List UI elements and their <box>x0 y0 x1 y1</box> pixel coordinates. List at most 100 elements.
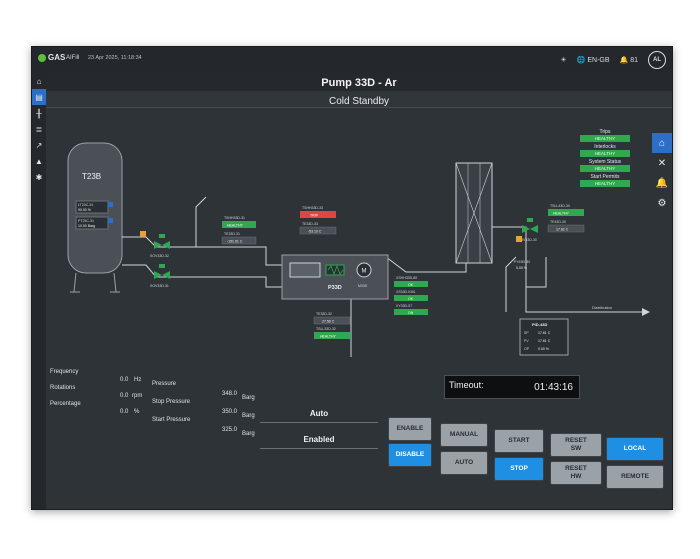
status-badge: HEALTHY <box>580 180 630 187</box>
tools-icon[interactable]: ✕ <box>657 157 667 169</box>
home-icon[interactable]: ⌂ <box>36 76 42 86</box>
tank-tag-value: 90.00 % <box>78 208 91 212</box>
avatar[interactable]: AL <box>648 51 666 69</box>
valve-label: SOV33D-32 <box>150 254 169 258</box>
status-badge: HEALTHY <box>580 135 630 142</box>
logo-text: GAS <box>48 53 66 62</box>
process-diagram: T23B LT23C-31 90.00 % PT23C-31 10.00 Bar… <box>67 142 650 357</box>
tag-py43d-30[interactable]: PY43D-30 0.00 % <box>514 260 530 270</box>
language-label: EN-GB <box>587 57 610 64</box>
pid-key: PV <box>524 339 529 343</box>
tank-t23b[interactable]: T23B LT23C-31 90.00 % PT23C-31 10.00 Bar… <box>67 142 123 293</box>
metric-unit: rpm <box>132 393 143 399</box>
reset-hw-button[interactable]: RESET HW <box>550 461 602 485</box>
tag-name: TE33D-32 <box>316 312 332 316</box>
mode-auto: Auto <box>309 409 329 418</box>
manual-button[interactable]: MANUAL <box>440 423 488 447</box>
metric-label: Percentage <box>50 401 81 407</box>
valve-sov43d-30[interactable]: SOV43D-30 <box>518 218 538 242</box>
metric-value: 348.0 <box>222 391 238 397</box>
database-icon[interactable]: ≣ <box>35 124 43 134</box>
pump-name: P33D <box>328 285 342 291</box>
motor-tag: M33D <box>358 284 368 288</box>
logo-mark <box>38 53 46 62</box>
heat-exchanger[interactable] <box>455 162 493 264</box>
timeout-label: Timeout: <box>449 380 484 390</box>
tag-te33d-32[interactable]: TE33D-32 27.56 C TSLL33D-32 HEALTHY <box>313 312 351 339</box>
page-subtitle: Cold Standby <box>328 96 390 107</box>
start-button[interactable]: START <box>494 429 544 453</box>
valve-sov33d-32[interactable]: SOV33D-32 <box>150 234 170 258</box>
pid-43d[interactable]: PID-43D SP 17.61 C PV 17.61 C OP 0.00 % <box>519 318 569 356</box>
local-button[interactable]: LOCAL <box>606 437 664 461</box>
language-selector[interactable]: 🌐 EN-GB <box>577 56 610 64</box>
tag-name: XS33D-KM1 <box>396 290 416 294</box>
metric-value: 0.0 <box>120 409 129 415</box>
tag-value: OK <box>408 297 414 301</box>
bell-icon: 🔔 <box>619 57 629 64</box>
mode-status: Auto Enabled <box>260 393 378 451</box>
tag-name: PY43D-30 <box>514 260 530 264</box>
metric-value: 325.0 <box>222 427 238 433</box>
xs-tags[interactable]: XSHH33D-80 OK XS33D-KM1 OK XY33D-57 ON <box>394 276 428 315</box>
metric-value: 350.0 <box>222 409 238 415</box>
metric-value: 0.0 <box>120 393 129 399</box>
notifications-button[interactable]: 🔔 81 <box>620 56 638 64</box>
metric-unit: % <box>134 409 140 415</box>
tag-value: HEALTHY <box>320 335 337 339</box>
valve-sov33d-31[interactable]: SOV33D-31 <box>150 264 170 288</box>
mode-divider <box>260 422 378 423</box>
gear-icon[interactable]: ⚙ <box>657 197 667 209</box>
tag-value: ON <box>408 311 414 315</box>
auto-button[interactable]: AUTO <box>440 451 488 475</box>
tag-tshh33d-33[interactable]: TSHH33D-33 TRIP TE33D-33 -53.10 C <box>299 206 337 235</box>
trend-icon[interactable]: ↗ <box>35 140 43 150</box>
timeout-value: 01:43:16 <box>534 382 573 393</box>
tag-name: TSHH33D-33 <box>302 206 323 210</box>
valve-label: SOV33D-31 <box>150 284 169 288</box>
metric-value: 0.0 <box>120 377 129 383</box>
enable-button[interactable]: ENABLE <box>388 417 432 441</box>
pump-p33d[interactable]: P33D M M33D <box>281 254 389 300</box>
settings-icon[interactable]: ✱ <box>35 172 43 182</box>
sun-icon[interactable]: ☀ <box>560 57 567 64</box>
overview-icon[interactable]: ▤ <box>32 89 46 105</box>
tag-tsll43d-30[interactable]: TSLL43D-30 HEALTHY TE43D-30 17.62 C <box>547 204 585 233</box>
alarm-icon[interactable]: ▲ <box>35 156 43 166</box>
datetime: 23 Apr 2025, 11:18:34 <box>88 55 142 61</box>
tag-name: XY33D-57 <box>396 304 412 308</box>
tag-name: XSHH33D-80 <box>396 276 417 280</box>
disable-button[interactable]: DISABLE <box>388 443 432 467</box>
pid-key: OP <box>524 347 530 351</box>
tag-value: 0.00 % <box>516 266 527 270</box>
pid-key: SP <box>524 331 529 335</box>
valve-icon[interactable]: ╫ <box>36 108 42 118</box>
pid-value: 0.00 % <box>538 347 549 351</box>
tag-value: OK <box>408 283 414 287</box>
tag-name: TE43D-30 <box>550 220 566 224</box>
tank-tag-value: 10.00 Barg <box>78 224 95 228</box>
mode-divider <box>260 448 378 449</box>
metric-label: Rotations <box>50 385 76 391</box>
tag-value: -53.10 C <box>308 230 322 234</box>
tag-name: TSLL43D-30 <box>550 204 570 208</box>
metric-unit: Barg <box>242 431 255 437</box>
hmi-screen: GAS AIFill 23 Apr 2025, 11:18:34 ☀ 🌐 EN-… <box>31 46 673 510</box>
status-badge: HEALTHY <box>580 165 630 172</box>
pid-name: PID-43D <box>532 322 547 327</box>
remote-button[interactable]: REMOTE <box>606 465 664 489</box>
status-label: Interlocks <box>594 144 616 150</box>
right-nav: ⌂ ✕ 🔔 ⚙ <box>652 133 672 213</box>
page-title: Pump 33D - Ar <box>321 77 397 89</box>
top-bar: GAS AIFill 23 Apr 2025, 11:18:34 ☀ 🌐 EN-… <box>32 47 672 74</box>
tag-value: 27.56 C <box>322 320 335 324</box>
tag-name: TE33D-33 <box>302 222 318 226</box>
stop-button[interactable]: STOP <box>494 457 544 481</box>
tag-value: TRIP <box>310 214 319 218</box>
reset-sw-button[interactable]: RESET SW <box>550 433 602 457</box>
tag-tshh33d-31[interactable]: TSHH33D-31 HEALTHY TE33D-31 -151.01 C <box>221 216 257 245</box>
tag-value: HEALTHY <box>553 212 570 216</box>
home-icon[interactable]: ⌂ <box>652 133 672 153</box>
bell-icon[interactable]: 🔔 <box>655 177 669 189</box>
metric-label: Stop Pressure <box>152 399 191 405</box>
